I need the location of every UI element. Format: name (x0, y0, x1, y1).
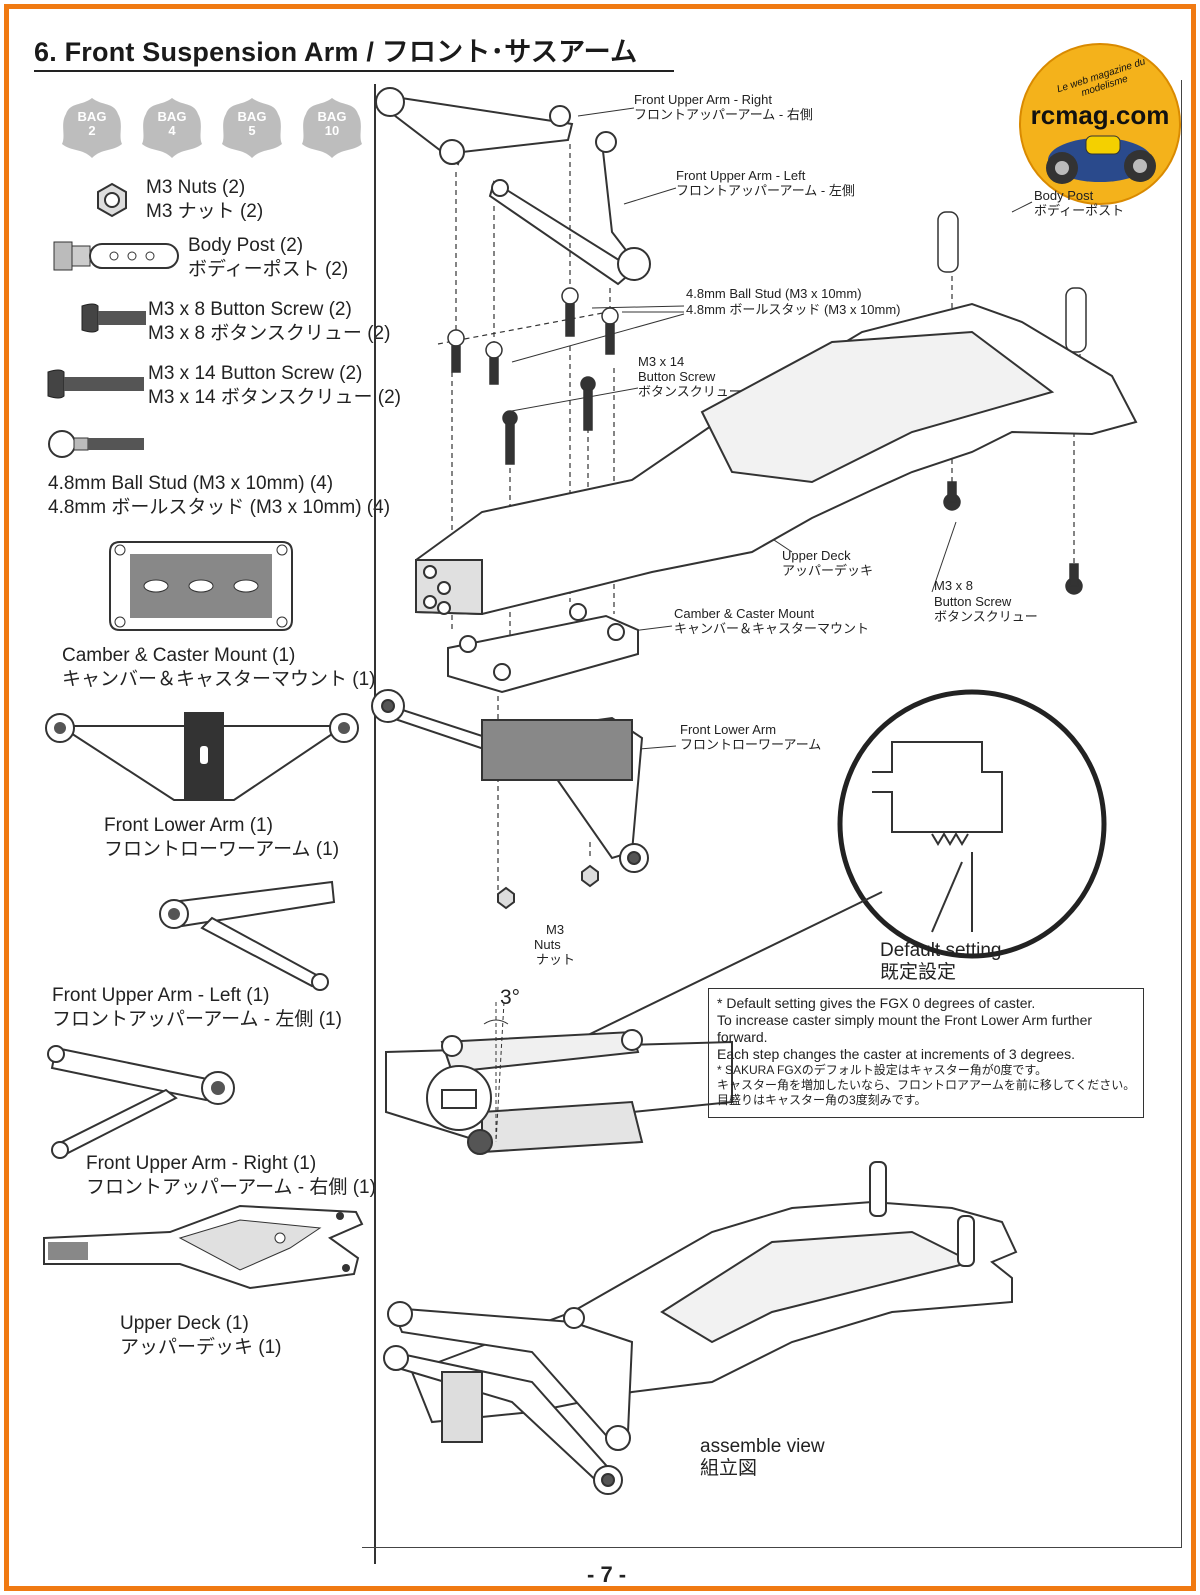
detail-magnifier (837, 689, 1107, 959)
callout-lower-arm-en: Front Lower Arm (680, 722, 777, 737)
callout-nuts-en: Nuts (534, 937, 561, 952)
callout-ball-stud-jp: 4.8mm ボールスタッド (M3 x 10mm) (686, 302, 901, 317)
page-frame (4, 4, 1196, 1591)
logo-badge (1019, 43, 1181, 205)
bag-number: 2 (88, 123, 96, 138)
part-upper-arm-right-en: Front Upper Arm - Right (1) (86, 1153, 317, 1174)
callout-camber-mount-jp: キャンバー＆キャスターマウント (674, 621, 870, 636)
callout-upper-deck-jp: アッパーデッキ (782, 563, 874, 578)
part-screw-14-jp: M3 x 14 ボタンスクリュー (2) (148, 387, 401, 408)
assemble-view-jp: 組立図 (700, 1458, 758, 1479)
assemble-view-en: assemble view (700, 1436, 825, 1457)
button-screw-8-icon (81, 303, 146, 333)
exploded-assembly-diagram (371, 87, 1138, 1495)
front-lower-arm-part (371, 689, 649, 910)
part-ball-stud-jp: 4.8mm ボールスタッド (M3 x 10mm) (4) (48, 497, 391, 518)
bag-number: 5 (248, 123, 256, 138)
note-line-jp: キャスター角を増加したいなら、フロントロアアームを前に移してください。 (717, 1078, 1136, 1092)
part-body-post-jp: ボディーポスト (2) (188, 259, 349, 280)
part-lower-arm-jp: フロントローワーアーム (1) (104, 839, 340, 860)
bag-label: BAG (157, 109, 187, 124)
front-lower-arm-icon (45, 712, 359, 801)
nut-icon (97, 182, 127, 218)
bag-label: BAG (317, 109, 347, 124)
callout-default-setting-en: Default setting (880, 940, 1002, 961)
callout-body-post-en: Body Post (1034, 188, 1094, 203)
front-upper-arm-left-icon (159, 880, 336, 991)
note-line: To increase caster simply mount the Fron… (717, 1012, 1093, 1028)
callout-nuts-size: M3 (546, 922, 565, 937)
upper-arm-right-part (386, 94, 574, 166)
bag-label: BAG (77, 109, 107, 124)
ball-stud-icon (48, 430, 144, 458)
bag-number: 4 (168, 123, 176, 138)
button-screw-14-icon (47, 369, 144, 399)
note-line-jp: 目盛りはキャスター角の3度刻みです。 (717, 1093, 927, 1107)
callout-screw-14-size: M3 x 14 (638, 354, 685, 369)
part-upper-deck-jp: アッパーデッキ (1) (120, 1337, 282, 1358)
note-line: Each step changes the caster at incremen… (717, 1046, 1075, 1062)
note-line: * Default setting gives the FGX 0 degree… (717, 995, 1036, 1011)
callout-upper-arm-left-jp: フロントアッパーアーム - 左側 (676, 183, 855, 198)
column-divider (374, 84, 376, 1564)
part-body-post-en: Body Post (2) (188, 235, 304, 256)
caster-angle-label: 3° (500, 986, 521, 1009)
callout-screw-8-en: Button Screw (934, 594, 1012, 609)
rcmag-logo: Le web magazine du modelisme rcmag.com (1016, 40, 1184, 208)
note-line-jp: * SAKURA FGXのデフォルト設定はキャスター角が0度です。 (717, 1063, 1048, 1077)
note-line: forward. (717, 1029, 768, 1045)
part-screw-8-jp: M3 x 8 ボタンスクリュー (2) (148, 323, 391, 344)
assembled-view (383, 1161, 1018, 1495)
body-post-icon (53, 241, 179, 271)
part-nuts-jp: M3 ナット (2) (146, 201, 264, 222)
part-upper-arm-left-en: Front Upper Arm - Left (1) (52, 985, 270, 1006)
callout-nuts-jp: ナット (536, 952, 576, 967)
body-posts (937, 211, 1087, 353)
callout-default-setting-jp: 既定設定 (880, 962, 957, 983)
camber-caster-mount-icon (109, 541, 293, 631)
camber-caster-mount-part (447, 603, 639, 694)
callout-upper-arm-right-jp: フロントアッパーアーム - 右側 (634, 107, 813, 122)
page-title: 6. Front Suspension Arm / フロント･サスアーム (34, 37, 638, 67)
part-ball-stud-en: 4.8mm Ball Stud (M3 x 10mm) (4) (48, 473, 334, 494)
title-underline (34, 70, 674, 72)
callout-upper-arm-left-en: Front Upper Arm - Left (676, 168, 806, 183)
part-camber-mount-jp: キャンバー＆キャスターマウント (1) (62, 669, 376, 690)
callout-screw-14-jp: ボタンスクリュー (638, 384, 742, 399)
part-upper-deck-en: Upper Deck (1) (120, 1313, 249, 1334)
callout-upper-arm-right-en: Front Upper Arm - Right (634, 92, 772, 107)
caster-note-box: * Default setting gives the FGX 0 degree… (708, 988, 1144, 1118)
part-nuts-en: M3 Nuts (2) (146, 177, 246, 198)
callout-screw-14-en: Button Screw (638, 369, 716, 384)
upper-deck-part (415, 302, 1138, 616)
front-upper-arm-right-icon (47, 1045, 235, 1159)
callout-camber-mount-en: Camber & Caster Mount (674, 606, 815, 621)
part-screw-8-en: M3 x 8 Button Screw (2) (148, 299, 352, 320)
bag-label: BAG (237, 109, 267, 124)
assembly-frame (362, 80, 1182, 1548)
caster-side-view (385, 1029, 733, 1155)
callout-upper-deck-en: Upper Deck (782, 548, 851, 563)
callout-screw-8-jp: ボタンスクリュー (934, 609, 1038, 624)
callout-lower-arm-jp: フロントローワーアーム (680, 737, 822, 752)
part-camber-mount-en: Camber & Caster Mount (1) (62, 645, 296, 666)
logo-url: rcmag.com (1030, 100, 1170, 130)
manual-page: 6. Front Suspension Arm / フロント･サスアーム Le … (12, 12, 1188, 1587)
upper-arm-left-part (488, 180, 634, 286)
part-lower-arm-en: Front Lower Arm (1) (104, 815, 273, 836)
upper-deck-icon (43, 1204, 364, 1290)
part-upper-arm-left-jp: フロントアッパーアーム - 左側 (1) (52, 1009, 342, 1030)
bag-number: 10 (324, 123, 340, 138)
part-screw-14-en: M3 x 14 Button Screw (2) (148, 363, 363, 384)
page-number: - 7 - (587, 1562, 627, 1587)
callout-body-post-jp: ボディーポスト (1034, 203, 1125, 218)
callout-ball-stud-en: 4.8mm Ball Stud (M3 x 10mm) (686, 286, 862, 301)
part-upper-arm-right-jp: フロントアッパーアーム - 右側 (1) (86, 1177, 376, 1198)
callout-screw-8-size: M3 x 8 (934, 578, 974, 593)
